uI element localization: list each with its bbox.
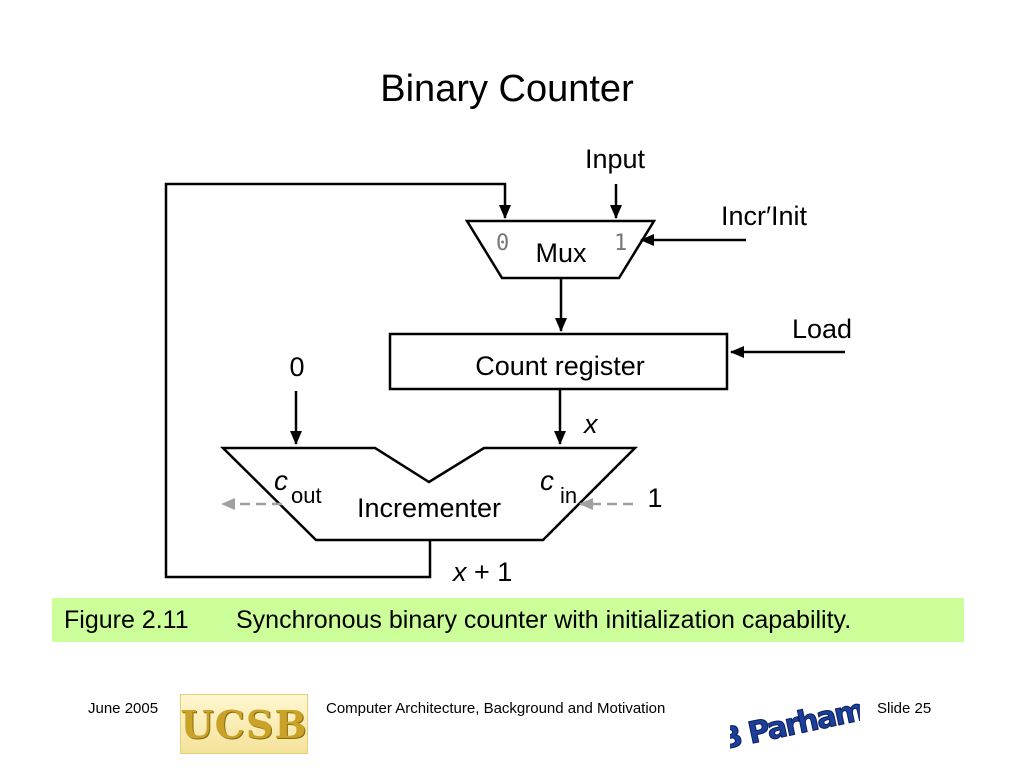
- mux-port-0: 0: [496, 231, 509, 256]
- cout-c: c: [274, 465, 288, 496]
- x-plus-one-x: x: [451, 557, 468, 587]
- incrementer-label: Incrementer: [357, 493, 501, 523]
- count-register-label: Count register: [475, 351, 645, 381]
- mux-label: Mux: [535, 238, 587, 268]
- mux-port-1: 1: [614, 231, 627, 256]
- ucsb-logo-text: UCSB: [180, 701, 308, 747]
- slide-title: Binary Counter: [380, 68, 634, 110]
- x-plus-one-label: x + 1: [451, 557, 512, 587]
- zero-label: 0: [289, 352, 304, 382]
- footer-course-title: Computer Architecture, Background and Mo…: [326, 700, 666, 717]
- x-plus-one-rest: + 1: [467, 557, 513, 587]
- cout-subscript: out: [291, 483, 322, 508]
- cin-c: c: [540, 465, 554, 496]
- footer-slide-number: Slide 25: [877, 700, 932, 717]
- author-logo-text: B Parhami: [730, 691, 860, 754]
- input-label: Input: [585, 144, 646, 174]
- figure-number: Figure 2.11: [64, 606, 189, 634]
- incr-init-label: Incr′Init: [721, 201, 808, 231]
- incrementer-block: [219, 446, 639, 542]
- one-label: 1: [647, 483, 662, 513]
- footer-date: June 2005: [88, 700, 159, 717]
- mux-block: [464, 219, 657, 280]
- author-logo: B Parhami: [730, 691, 860, 754]
- count-register-block: [388, 332, 729, 391]
- ucsb-logo: UCSB: [180, 694, 308, 754]
- x-label: x: [582, 409, 599, 439]
- figure-caption-text: Synchronous binary counter with initiali…: [236, 606, 852, 634]
- load-label: Load: [792, 314, 852, 344]
- cin-subscript: in: [560, 483, 577, 508]
- figure-caption: Figure 2.11 Synchronous binary counter wi…: [52, 598, 964, 642]
- binary-counter-diagram: Input Mux 0 1 Incr′Init Count register L…: [164, 144, 852, 587]
- feedback-wire: [164, 182, 511, 579]
